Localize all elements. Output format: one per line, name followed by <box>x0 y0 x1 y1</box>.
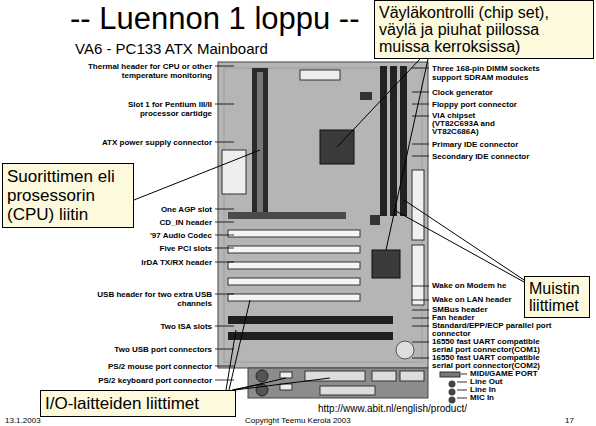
callout-box: Väyläkontrolli (chip set), väylä ja piuh… <box>374 0 594 59</box>
part-label: Three 168-pin DIMM sockets support SDRAM… <box>432 64 557 82</box>
board-title: VA6 - PC133 ATX Mainboard <box>75 40 268 58</box>
source-url: http://www.abit.nl/english/product/ <box>318 403 467 415</box>
part-label: SMBus header <box>432 306 488 314</box>
part-label: Wake on LAN header <box>432 296 512 304</box>
part-label: Clock generator <box>432 88 493 97</box>
part-label: 16550 fast UART compatible serial port c… <box>432 338 557 354</box>
part-label: IrDA TX/RX header <box>141 258 212 267</box>
part-label: Two USB port connectors <box>114 345 212 354</box>
part-label: Secondary IDE connector <box>432 152 529 161</box>
part-label: Line In <box>470 386 496 394</box>
part-label: Five PCI slots <box>160 244 212 253</box>
part-label: Floppy port connector <box>432 100 517 109</box>
slide-title: -- Luennon 1 loppu -- <box>70 0 360 38</box>
part-label: '97 Audio Codec <box>150 231 212 240</box>
part-label: Thermal header for CPU or other temperat… <box>62 62 212 80</box>
callout-text: I/O-laitteiden liittimet <box>45 394 231 413</box>
callout-text: Väyläkontrolli (chip set), väylä ja piuh… <box>379 4 589 55</box>
part-label: PS/2 mouse port connector <box>108 362 212 371</box>
part-label: Primary IDE connector <box>432 140 518 149</box>
part-label: Slot 1 for Pentium III/II processor cart… <box>92 100 212 118</box>
part-label: Line Out <box>470 378 502 386</box>
footer-text: Copyright Teemu Kerola 2003 <box>245 416 351 425</box>
part-label: Standard/EPP/ECP parallel port connector <box>432 322 567 338</box>
leader-lines <box>215 66 467 398</box>
part-label: CD_IN header <box>160 218 212 227</box>
callout-box: Suorittimen eli prosessorin (CPU) liitin <box>2 163 134 228</box>
part-label: 16550 fast UART compatible serial port c… <box>432 354 557 370</box>
part-label: Two ISA slots <box>160 322 212 331</box>
callout-text: Muistin liittimet <box>529 280 585 314</box>
part-label: MIDI/GAME PORT <box>470 370 538 378</box>
callout-text: Suorittimen eli prosessorin (CPU) liitin <box>7 167 129 224</box>
part-label: MIC In <box>470 394 494 402</box>
callout-box: Muistin liittimet <box>524 276 590 318</box>
part-label: Wake on Modem he <box>432 282 506 290</box>
part-label: One AGP slot <box>161 205 212 214</box>
callout-box: I/O-laitteiden liittimet <box>40 390 236 417</box>
part-label: PS/2 keyboard port connector <box>98 376 212 385</box>
footer-text: 13.1.2003 <box>5 416 41 425</box>
footer-text: 17 <box>565 416 574 425</box>
part-label: VIA chipset (VT82C693A and VT82C686A) <box>432 112 522 136</box>
part-label: Fan header <box>432 314 475 322</box>
part-label: USB header for two extra USB channels <box>97 290 212 308</box>
part-label: ATX power supply connector <box>102 138 212 147</box>
